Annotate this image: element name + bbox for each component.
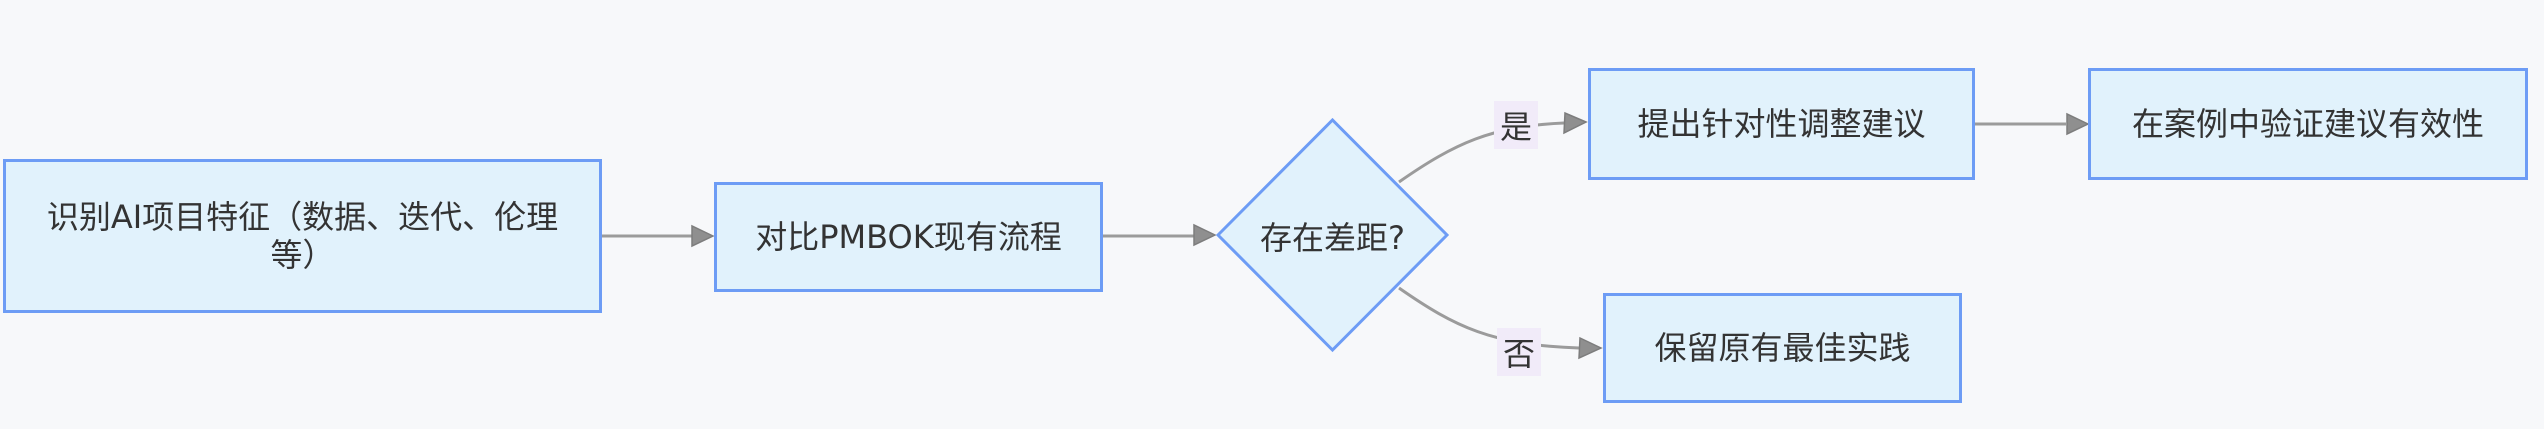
node-label: 保留原有最佳实践 bbox=[1654, 328, 1911, 367]
node-label: 识别AI项目特征（数据、迭代、伦理等） bbox=[46, 197, 559, 274]
node-keep-best-practices: 保留原有最佳实践 bbox=[1603, 293, 1962, 403]
node-compare-pmbok: 对比PMBOK现有流程 bbox=[714, 182, 1103, 292]
node-gap-decision: 存在差距? bbox=[1242, 216, 1423, 257]
edge-c-f bbox=[1398, 286, 1580, 350]
node-label: 对比PMBOK现有流程 bbox=[755, 217, 1062, 256]
decision-diamond-shape bbox=[1215, 117, 1450, 353]
node-label: 提出针对性调整建议 bbox=[1637, 104, 1926, 143]
node-identify-ai-features: 识别AI项目特征（数据、迭代、伦理等） bbox=[3, 159, 602, 313]
node-label: 存在差距? bbox=[1260, 219, 1405, 257]
edge-c-d bbox=[1398, 121, 1565, 184]
arrowhead-a-b bbox=[691, 224, 715, 248]
edge-label-text: 是 bbox=[1499, 108, 1532, 146]
node-label: 在案例中验证建议有效性 bbox=[2131, 104, 2484, 143]
edge-label-text: 否 bbox=[1502, 335, 1535, 373]
edge-label-yes: 是 bbox=[1494, 101, 1538, 149]
arrowhead-b-c bbox=[1193, 223, 1217, 247]
edge-label-no: 否 bbox=[1497, 328, 1541, 376]
arrowhead-c-f bbox=[1578, 336, 1603, 360]
node-propose-adjustments: 提出针对性调整建议 bbox=[1588, 68, 1975, 180]
arrowhead-d-e bbox=[2066, 112, 2090, 136]
node-validate-in-cases: 在案例中验证建议有效性 bbox=[2088, 68, 2528, 180]
arrowhead-c-d bbox=[1563, 111, 1588, 135]
